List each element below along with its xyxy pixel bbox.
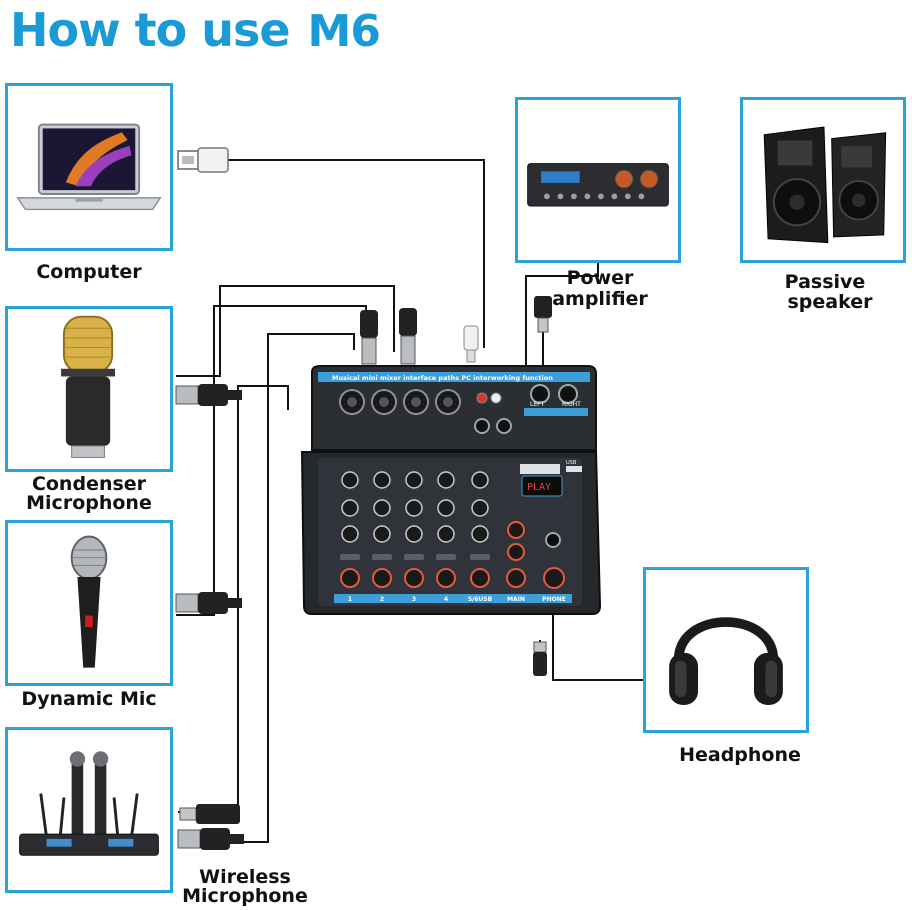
headphone-jack-plug [533,641,547,676]
channel-label: MAIN [507,596,525,603]
amp-jack-plug [534,296,552,333]
channel-label: 1 [348,596,352,603]
laptop-icon [16,123,162,211]
passive-speaker-label-2: speaker [787,291,873,313]
condenser-mic-cable [176,285,395,377]
dynamic-mic-box [5,520,173,686]
mixer-display: PLAY [527,482,551,493]
condenser-mic-box [5,306,173,472]
computer-label: Computer [36,261,142,283]
speaker-icon [763,126,887,244]
xlr-plug-vertical-2 [399,308,417,365]
channel-label: 2 [380,596,384,603]
power-amp-label-1: Power [566,267,634,289]
power-amp-cable [525,262,599,370]
xlr-plug-wireless [177,828,244,850]
condenser-mic-label-2: Microphone [26,492,152,514]
jack-plug-wireless [179,804,240,824]
computer-box [5,83,173,251]
usb-cable [228,159,485,348]
passive-speaker-label-1: Passive [784,271,866,293]
usb-port-label: USB [566,460,577,466]
model-name: M6 [307,6,381,57]
xlr-plug-condenser [175,384,242,406]
output-right-label: RIGHT [562,401,581,408]
output-left-label: LEFT [530,401,544,408]
wireless-mic-label-2: Microphone [182,885,308,907]
power-amp-label-2: amplifier [552,288,648,310]
channel-label: 3 [412,596,416,603]
dynamic-microphone-icon [70,535,108,668]
dynamic-mic-label: Dynamic Mic [21,688,157,710]
xlr-plug-dynamic [175,592,242,614]
xlr-plug-vertical-1 [360,310,378,365]
title-text: How to use [10,3,291,57]
usb-plug-mixer [463,325,479,363]
wireless-mic-box [5,727,173,893]
condenser-microphone-icon [61,315,116,458]
channel-label: 4 [444,596,448,603]
channel-knobs [340,471,565,589]
usb-plug [177,147,229,173]
passive-speaker-box [740,97,906,263]
condenser-mic-label-1: Condenser [31,473,147,495]
mixer-banner: Musical mini mixer interface paths PC in… [332,374,553,382]
headphone-label: Headphone [679,744,801,766]
channel-label: 5/6USB [468,596,493,603]
dynamic-mic-cable [176,305,367,616]
headphone-box [643,567,809,733]
wireless-mic-label-1: Wireless [199,866,291,888]
channel-label: PHONE [542,596,566,603]
power-amp-box [515,97,681,263]
wireless-microphone-icon [19,751,159,856]
page-title: How to use M6 [10,2,381,60]
amplifier-icon [527,163,669,207]
headphone-icon [669,617,783,705]
